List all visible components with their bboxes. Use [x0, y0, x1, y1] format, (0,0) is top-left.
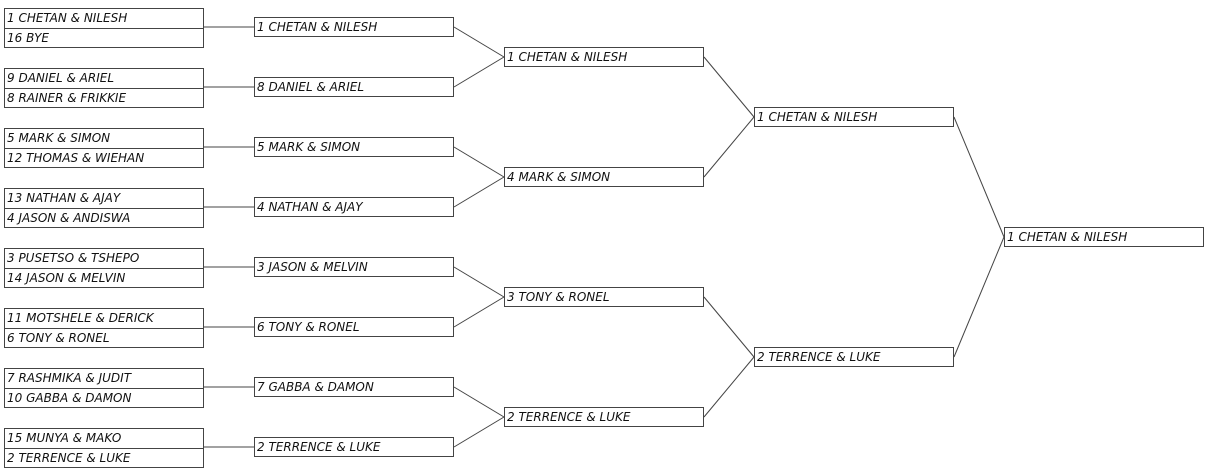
quarterfinal-slot: 4 MARK & SIMON: [504, 167, 704, 187]
round2-slot: 3 JASON & MELVIN: [254, 257, 454, 277]
team-slot: 9 DANIEL & ARIEL: [7, 71, 115, 85]
quarterfinal-slot: 1 CHETAN & NILESH: [504, 47, 704, 67]
team-slot: 2 TERRENCE & LUKE: [5, 448, 203, 467]
round2-slot: 1 CHETAN & NILESH: [254, 17, 454, 37]
team-slot: 7 RASHMIKA & JUDIT: [7, 371, 132, 385]
team-slot: 10 GABBA & DAMON: [5, 388, 203, 407]
team-slot: 4 JASON & ANDISWA: [5, 208, 203, 227]
team-slot: 1 CHETAN & NILESH: [7, 11, 128, 25]
semifinal-slot: 2 TERRENCE & LUKE: [754, 347, 954, 367]
round2-slot: 7 GABBA & DAMON: [254, 377, 454, 397]
match-r1-8: 15 MUNYA & MAKO 2 TERRENCE & LUKE: [4, 428, 204, 468]
team-slot: 5 MARK & SIMON: [7, 131, 111, 145]
match-r1-5: 3 PUSETSO & TSHEPO 14 JASON & MELVIN: [4, 248, 204, 288]
match-r1-6: 11 MOTSHELE & DERICK 6 TONY & RONEL: [4, 308, 204, 348]
team-slot: 13 NATHAN & AJAY: [7, 191, 121, 205]
team-slot: 3 PUSETSO & TSHEPO: [7, 251, 140, 265]
quarterfinal-slot: 3 TONY & RONEL: [504, 287, 704, 307]
quarterfinal-slot: 2 TERRENCE & LUKE: [504, 407, 704, 427]
match-r1-4: 13 NATHAN & AJAY 4 JASON & ANDISWA: [4, 188, 204, 228]
match-r1-7: 7 RASHMIKA & JUDIT 10 GABBA & DAMON: [4, 368, 204, 408]
team-slot: 16 BYE: [5, 28, 203, 47]
round2-slot: 6 TONY & RONEL: [254, 317, 454, 337]
match-r1-3: 5 MARK & SIMON 12 THOMAS & WIEHAN: [4, 128, 204, 168]
team-slot: 12 THOMAS & WIEHAN: [5, 148, 203, 167]
match-r1-2: 9 DANIEL & ARIEL 8 RAINER & FRIKKIE: [4, 68, 204, 108]
team-slot: 15 MUNYA & MAKO: [7, 431, 122, 445]
semifinal-slot: 1 CHETAN & NILESH: [754, 107, 954, 127]
team-slot: 6 TONY & RONEL: [5, 328, 203, 347]
round2-slot: 8 DANIEL & ARIEL: [254, 77, 454, 97]
champion-slot: 1 CHETAN & NILESH: [1004, 227, 1204, 247]
team-slot: 8 RAINER & FRIKKIE: [5, 88, 203, 107]
round2-slot: 5 MARK & SIMON: [254, 137, 454, 157]
round2-slot: 4 NATHAN & AJAY: [254, 197, 454, 217]
team-slot: 11 MOTSHELE & DERICK: [7, 311, 154, 325]
match-r1-1: 1 CHETAN & NILESH 16 BYE: [4, 8, 204, 48]
round2-slot: 2 TERRENCE & LUKE: [254, 437, 454, 457]
team-slot: 14 JASON & MELVIN: [5, 268, 203, 287]
